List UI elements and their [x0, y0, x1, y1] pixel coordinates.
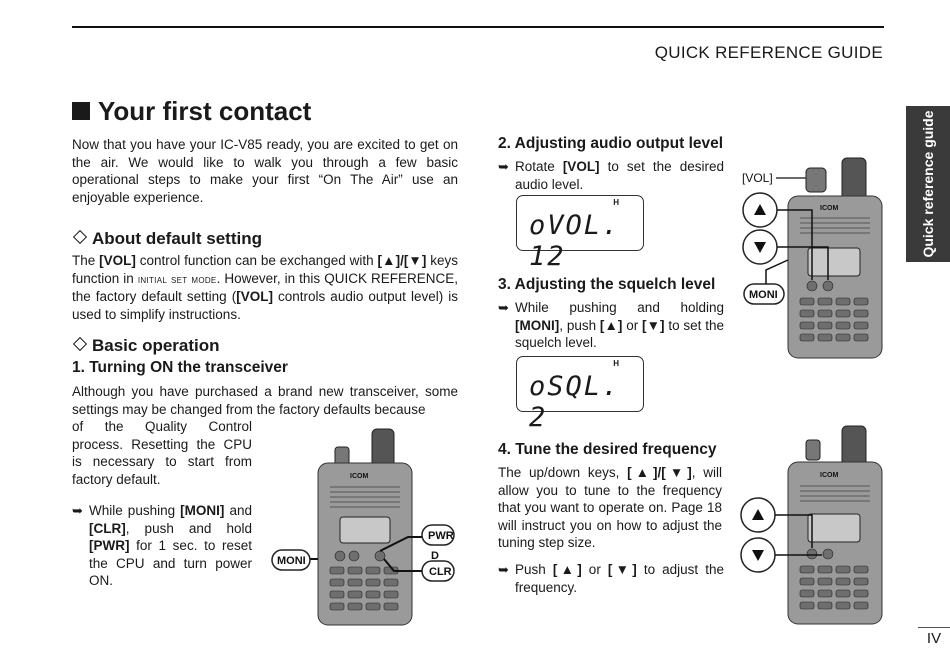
keypad — [799, 565, 869, 610]
radio-illustration-tuning: ICOM — [740, 425, 883, 625]
page-title: Your first contact — [72, 96, 311, 127]
antenna — [841, 425, 867, 467]
radio-illustration-volume: [VOL] ICOM MONI — [742, 157, 883, 359]
lcd-h-indicator: H — [613, 359, 619, 368]
arrow-bullet-icon: ➥ — [498, 562, 509, 577]
clr-label: CLR — [429, 566, 452, 578]
keypad — [799, 297, 869, 342]
moni-callout — [743, 283, 785, 305]
basic-operation-heading: Basic operation — [72, 336, 220, 356]
volume-knob — [334, 446, 350, 466]
square-bullet-icon — [72, 102, 90, 120]
lcd-h-indicator: H — [613, 198, 619, 207]
volume-knob — [805, 167, 827, 193]
default-setting-paragraph: The [VOL] control function can be exchan… — [72, 253, 459, 322]
lcd-squelch-readout: oSQL. 2 — [529, 371, 621, 433]
up-key — [806, 548, 818, 560]
antenna — [841, 157, 867, 201]
radio-brand: ICOM — [350, 473, 368, 480]
speaker-grille — [330, 486, 400, 508]
up-arrow-icon — [754, 204, 766, 215]
step4-paragraph: The up/down keys, [▲]/[▼], will allow yo… — [498, 465, 722, 550]
clr-callout — [421, 560, 455, 582]
step4-bullet: ➥ Push [▲] or [▼] to adjust the frequenc… — [498, 562, 724, 595]
up-key — [334, 550, 346, 562]
step1-paragraph-full: Although you have purchased a brand new … — [72, 384, 458, 417]
radio-illustration-power: ICOM MONI PWR D CLR — [271, 428, 455, 626]
down-key — [822, 280, 834, 292]
side-tab: Quick reference guide — [906, 106, 950, 262]
up-arrow-icon — [752, 509, 764, 520]
down-arrow-icon — [752, 550, 764, 561]
step1-bullet: ➥ While pushing [MONI] and [CLR], push a… — [72, 503, 252, 588]
pwr-label: PWR — [428, 530, 454, 542]
default-setting-heading: About default setting — [72, 229, 262, 249]
arrow-bullet-icon: ➥ — [498, 159, 509, 174]
step1-heading: 1. Turning ON the transceiver — [72, 359, 288, 376]
top-rule — [72, 26, 884, 28]
page-number: IV — [918, 627, 950, 647]
lcd-squelch: H oSQL. 2 — [516, 356, 644, 433]
antenna — [371, 428, 395, 468]
radio-brand: ICOM — [820, 472, 838, 479]
intro-paragraph: Now that you have your IC-V85 ready, you… — [72, 137, 458, 205]
moni-callout — [271, 549, 311, 571]
up-key — [806, 280, 818, 292]
d-label: D — [431, 550, 439, 562]
arrow-bullet-icon: ➥ — [72, 503, 83, 518]
down-arrow-icon — [754, 242, 766, 253]
vol-label: [VOL] — [742, 171, 773, 185]
radio-display — [807, 247, 861, 277]
radio-display — [339, 516, 391, 544]
step4-heading: 4. Tune the desired frequency — [498, 441, 717, 458]
radio-display — [807, 513, 861, 543]
step2-bullet: ➥ Rotate [VOL] to set the desired audio … — [498, 159, 724, 192]
keypad — [329, 566, 399, 611]
step1-paragraph-narrow: of the Quality Control process. Resettin… — [72, 419, 252, 487]
diamond-icon — [72, 229, 88, 245]
step2-heading: 2. Adjusting audio output level — [498, 135, 724, 152]
moni-label: MONI — [277, 555, 306, 567]
pwr-callout — [421, 524, 455, 546]
guide-title: QUICK REFERENCE GUIDE — [654, 43, 883, 62]
lcd-volume-readout: oVOL. 12 — [529, 210, 621, 272]
side-tab-label: Quick reference guide — [920, 110, 936, 258]
down-key — [822, 548, 834, 560]
volume-knob — [805, 439, 821, 461]
speaker-grille — [800, 485, 870, 502]
moni-label: MONI — [749, 289, 778, 301]
diamond-icon — [72, 336, 88, 352]
lcd-volume: H oVOL. 12 — [516, 195, 644, 272]
step3-heading: 3. Adjusting the squelch level — [498, 276, 716, 293]
radio-brand: ICOM — [820, 205, 838, 212]
arrow-bullet-icon: ➥ — [498, 300, 509, 315]
down-key — [348, 550, 360, 562]
step3-bullet: ➥ While pushing and holding [MONI], push… — [498, 300, 724, 350]
